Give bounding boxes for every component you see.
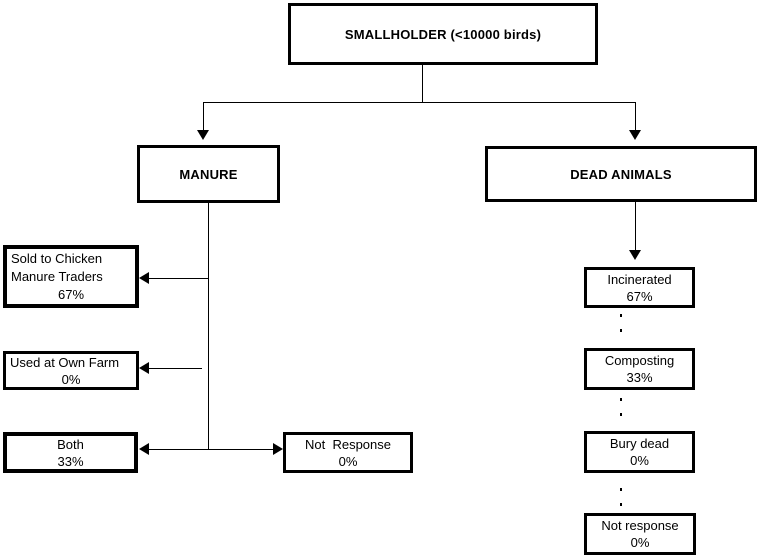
bury-dead-label: Bury dead (609, 436, 670, 451)
both-box: Both 33% (3, 432, 138, 473)
incinerated-box: Incinerated 67% (584, 267, 695, 308)
connector-to-sold-to-traders (147, 278, 208, 279)
connector-dead-animals-stem (635, 202, 636, 251)
composting-box: Composting 33% (584, 348, 695, 390)
incinerated-percent: 67% (626, 288, 653, 304)
both-label: Both (57, 436, 84, 452)
not-response-manure-percent: 0% (338, 453, 358, 469)
not-response-dead-percent: 0% (630, 535, 650, 550)
dead-animals-box: DEAD ANIMALS (485, 146, 757, 202)
smallholder-label: SMALLHOLDER (<10000 birds) (344, 26, 542, 42)
not-response-manure-label: Not Response (305, 436, 391, 452)
used-at-own-farm-percent: 0% (61, 371, 81, 387)
composting-label: Composting (604, 353, 675, 368)
manure-label: MANURE (179, 166, 238, 182)
connector-branch-horizontal (203, 102, 636, 103)
bury-dead-percent: 0% (630, 453, 649, 468)
dotted-connector-composting-bury (620, 398, 622, 419)
arrow-left-used-at-own-farm-icon (139, 362, 149, 374)
sold-to-traders-box: Sold to Chicken Manure Traders 67% (3, 245, 139, 308)
connector-to-used-at-own-farm (147, 368, 202, 369)
dead-animals-label: DEAD ANIMALS (570, 166, 672, 182)
manure-box: MANURE (137, 145, 280, 203)
used-at-own-farm-box: Used at Own Farm 0% (3, 351, 139, 390)
arrow-down-dead-animals-icon (629, 130, 641, 140)
composting-percent: 33% (626, 370, 653, 385)
sold-to-traders-label: Sold to Chicken Manure Traders (11, 250, 103, 284)
not-response-manure-box: Not Response 0% (283, 432, 413, 473)
dotted-connector-bury-not-response (620, 488, 622, 509)
connector-drop-to-manure (203, 102, 204, 131)
arrow-left-both-icon (139, 443, 149, 455)
bury-dead-box: Bury dead 0% (584, 431, 695, 473)
arrow-down-manure-icon (197, 130, 209, 140)
sold-to-traders-percent: 67% (57, 286, 85, 302)
arrow-right-not-response-icon (273, 443, 283, 455)
connector-root-stem (422, 65, 423, 102)
both-percent: 33% (57, 453, 84, 469)
incinerated-label: Incinerated (607, 271, 672, 287)
dotted-connector-incinerated-composting (620, 314, 622, 340)
used-at-own-farm-label: Used at Own Farm (10, 354, 120, 370)
smallholder-box: SMALLHOLDER (<10000 birds) (288, 3, 598, 65)
arrow-down-incinerated-icon (629, 250, 641, 260)
arrow-left-sold-to-traders-icon (139, 272, 149, 284)
not-response-dead-label: Not response (601, 518, 679, 533)
connector-drop-to-dead-animals (635, 102, 636, 131)
connector-manure-stem (208, 203, 209, 450)
connector-both-and-not-response (147, 449, 274, 450)
not-response-dead-box: Not response 0% (584, 513, 696, 555)
